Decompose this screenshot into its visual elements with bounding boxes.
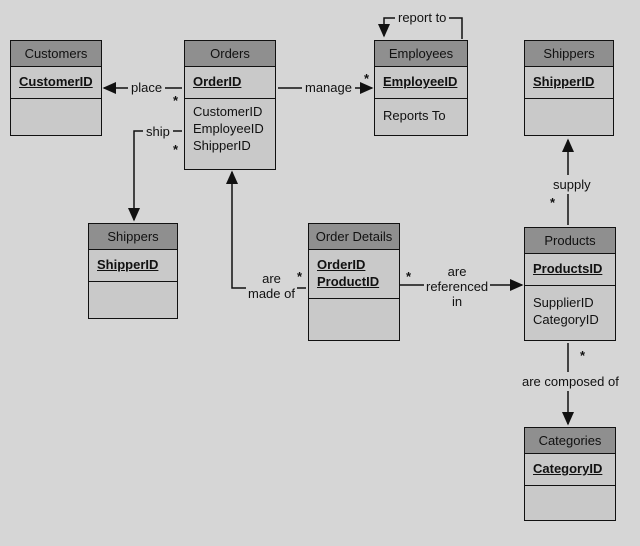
entity-orders: Orders OrderID CustomerID EmployeeID Shi… xyxy=(184,40,276,170)
entity-order-details: Order Details OrderID ProductID xyxy=(308,223,400,341)
primary-key: CategoryID xyxy=(533,461,603,476)
attribute: EmployeeID xyxy=(193,121,264,136)
primary-key: CustomerID xyxy=(19,74,93,89)
attribute-list: Reports To xyxy=(375,99,467,128)
entity-employees: Employees EmployeeID Reports To xyxy=(374,40,468,136)
label-ship: ship xyxy=(143,124,173,139)
label-line: in xyxy=(452,294,463,309)
label-are-composed-of: are composed of xyxy=(519,372,622,391)
attribute: Reports To xyxy=(383,108,446,123)
entity-title: Customers xyxy=(11,41,101,67)
label-line: referenced xyxy=(426,279,489,294)
primary-key-list: CategoryID xyxy=(525,454,615,486)
entity-title: Order Details xyxy=(309,224,399,250)
entity-title: Products xyxy=(525,228,615,254)
multiplicity-star: * xyxy=(173,93,179,108)
entity-title: Shippers xyxy=(525,41,613,67)
primary-key-list: CustomerID xyxy=(11,67,101,99)
label-are-referenced-in: are referenced in xyxy=(424,264,491,309)
multiplicity-star: * xyxy=(580,348,586,363)
attribute: CustomerID xyxy=(193,104,263,119)
attribute: ShipperID xyxy=(193,138,251,153)
primary-key-list: EmployeeID xyxy=(375,67,467,99)
primary-key: ShipperID xyxy=(533,74,595,89)
label-line: are xyxy=(447,264,467,279)
entity-title: Employees xyxy=(375,41,467,67)
attribute: CategoryID xyxy=(533,312,599,327)
multiplicity-star: * xyxy=(550,195,556,210)
entity-products: Products ProductsID SupplierID CategoryI… xyxy=(524,227,616,341)
label-are-made-of: are made of xyxy=(246,271,297,301)
primary-key: OrderID xyxy=(317,257,366,272)
label-place: place xyxy=(128,80,166,95)
label-supply: supply xyxy=(550,175,594,194)
attribute: SupplierID xyxy=(533,295,594,310)
entity-title: Orders xyxy=(185,41,275,67)
primary-key: EmployeeID xyxy=(383,74,458,89)
multiplicity-star: * xyxy=(364,71,370,86)
entity-shippers-top: Shippers ShipperID xyxy=(524,40,614,136)
primary-key: ProductsID xyxy=(533,261,603,276)
entity-categories: Categories CategoryID xyxy=(524,427,616,521)
primary-key-list: OrderID ProductID xyxy=(309,250,399,299)
attribute-list: CustomerID EmployeeID ShipperID xyxy=(185,99,275,158)
entity-shippers-lower: Shippers ShipperID xyxy=(88,223,178,319)
primary-key: OrderID xyxy=(193,74,242,89)
label-line: are xyxy=(262,271,281,286)
primary-key: ProductID xyxy=(317,274,380,289)
primary-key: ShipperID xyxy=(97,257,159,272)
entity-title: Shippers xyxy=(89,224,177,250)
primary-key-list: OrderID xyxy=(185,67,275,99)
entity-title: Categories xyxy=(525,428,615,454)
multiplicity-star: * xyxy=(406,269,412,284)
primary-key-list: ShipperID xyxy=(89,250,177,282)
label-line: made of xyxy=(248,286,295,301)
entity-customers: Customers CustomerID xyxy=(10,40,102,136)
primary-key-list: ShipperID xyxy=(525,67,613,99)
label-report-to: report to xyxy=(395,10,450,25)
multiplicity-star: * xyxy=(297,269,303,284)
label-manage: manage xyxy=(302,80,355,95)
attribute-list: SupplierID CategoryID xyxy=(525,286,615,332)
multiplicity-star: * xyxy=(173,142,179,157)
primary-key-list: ProductsID xyxy=(525,254,615,286)
